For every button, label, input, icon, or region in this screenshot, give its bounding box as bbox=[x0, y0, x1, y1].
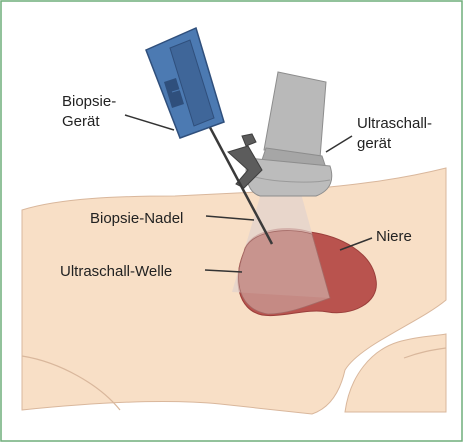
label-ultrasound-wave: Ultraschall-Welle bbox=[60, 263, 172, 280]
label-biopsy-device-line2: Gerät bbox=[62, 113, 100, 130]
label-biopsy-needle: Biopsie-Nadel bbox=[90, 210, 183, 227]
label-ultrasound-device-line1: Ultraschall- bbox=[357, 115, 432, 132]
needle-guide-knob bbox=[242, 134, 256, 146]
biopsy-device-leader bbox=[125, 115, 174, 130]
label-kidney: Niere bbox=[376, 228, 412, 245]
label-biopsy-device-line1: Biopsie- bbox=[62, 93, 116, 110]
ultrasound-device-leader bbox=[326, 136, 352, 152]
label-ultrasound-device-line2: gerät bbox=[357, 135, 392, 152]
biopsy-device bbox=[146, 28, 224, 138]
ultrasound-probe-handle bbox=[264, 72, 326, 158]
